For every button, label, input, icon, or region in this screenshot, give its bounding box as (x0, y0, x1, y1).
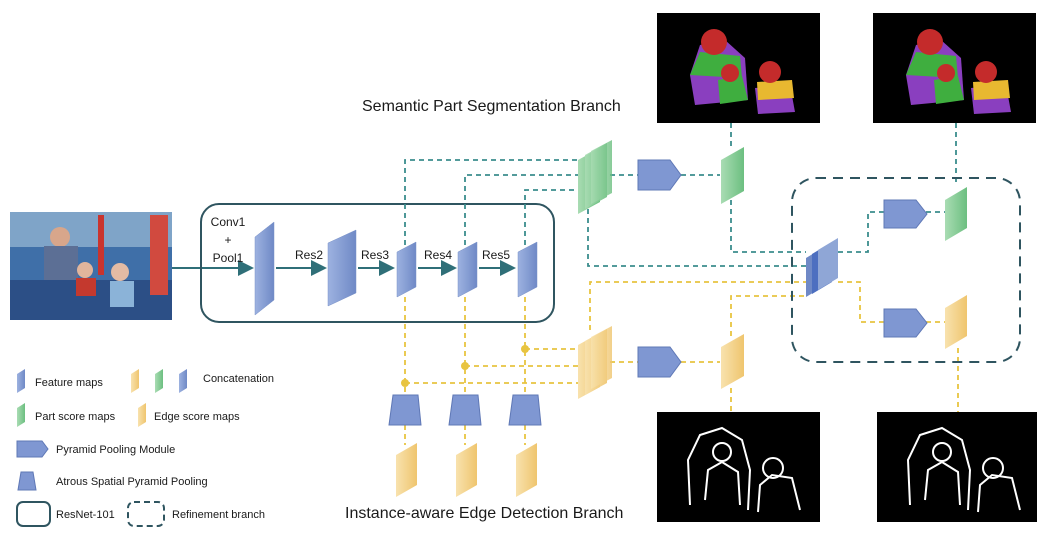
legend-edge-score-swatch (138, 403, 146, 427)
semantic-part-score-map (721, 147, 744, 204)
refine-semantic-ppm (883, 199, 928, 229)
res5-label: Res5 (482, 248, 510, 262)
legend-part-score-maps: Part score maps (35, 411, 116, 423)
semantic-ppm-module (637, 159, 682, 191)
legend-edge-score-maps: Edge score maps (154, 411, 240, 423)
res2-feature-map (327, 229, 357, 307)
res4-feature-map (457, 241, 478, 298)
plus-label: + (224, 233, 231, 247)
edge-concat-map (578, 326, 612, 399)
legend-concat-yellow (131, 369, 139, 393)
legend-concat-blue (179, 369, 187, 393)
edge-output-2 (877, 412, 1037, 522)
legend: Feature maps Concatenation Part score ma… (16, 369, 274, 527)
res3-label: Res3 (361, 248, 389, 262)
edge-output-1 (657, 412, 820, 522)
legend-part-score-swatch (17, 403, 25, 427)
legend-ppm-swatch (16, 440, 49, 458)
resnet-box (200, 203, 555, 323)
legend-refinement: Refinement branch (172, 509, 265, 521)
conv1-label: Conv1 (211, 215, 246, 229)
semantic-output-1 (657, 13, 820, 123)
edge-junction-dots (401, 345, 529, 387)
edge-branch-title: Instance-aware Edge Detection Branch (345, 505, 623, 522)
pool1-label: Pool1 (213, 251, 244, 265)
refinement-concat-map (806, 238, 838, 297)
res4-label: Res4 (424, 248, 452, 262)
semantic-branch-title: Semantic Part Segmentation Branch (362, 98, 621, 115)
refinement-box (791, 177, 1021, 363)
legend-concatenation: Concatenation (203, 373, 274, 385)
edge-ppm-module (637, 346, 682, 378)
legend-aspp-swatch (17, 471, 37, 491)
legend-resnet-swatch (16, 501, 51, 527)
legend-feature-map-swatch (17, 369, 25, 393)
aspp-modules (388, 394, 542, 426)
semantic-branch-links (404, 123, 957, 267)
conv1-feature-map (254, 221, 275, 316)
aspp-edge-score-maps (396, 443, 537, 497)
legend-resnet: ResNet-101 (56, 509, 115, 521)
legend-refinement-swatch (127, 501, 165, 527)
input-photo (10, 212, 172, 320)
legend-feature-maps: Feature maps (35, 377, 103, 389)
refine-edge-score-map (945, 295, 967, 349)
legend-aspp: Atrous Spatial Pyramid Pooling (56, 476, 208, 488)
legend-concat-green (155, 369, 163, 393)
semantic-output-2 (873, 13, 1036, 123)
refine-part-score-map (945, 187, 967, 241)
res5-feature-map (517, 241, 538, 298)
edge-score-map (721, 334, 744, 389)
refine-edge-ppm (883, 308, 928, 338)
res3-feature-map (396, 241, 417, 298)
legend-ppm: Pyramid Pooling Module (56, 444, 175, 456)
edge-branch-links (404, 281, 959, 445)
res2-label: Res2 (295, 248, 323, 262)
semantic-concat-map (578, 140, 612, 214)
